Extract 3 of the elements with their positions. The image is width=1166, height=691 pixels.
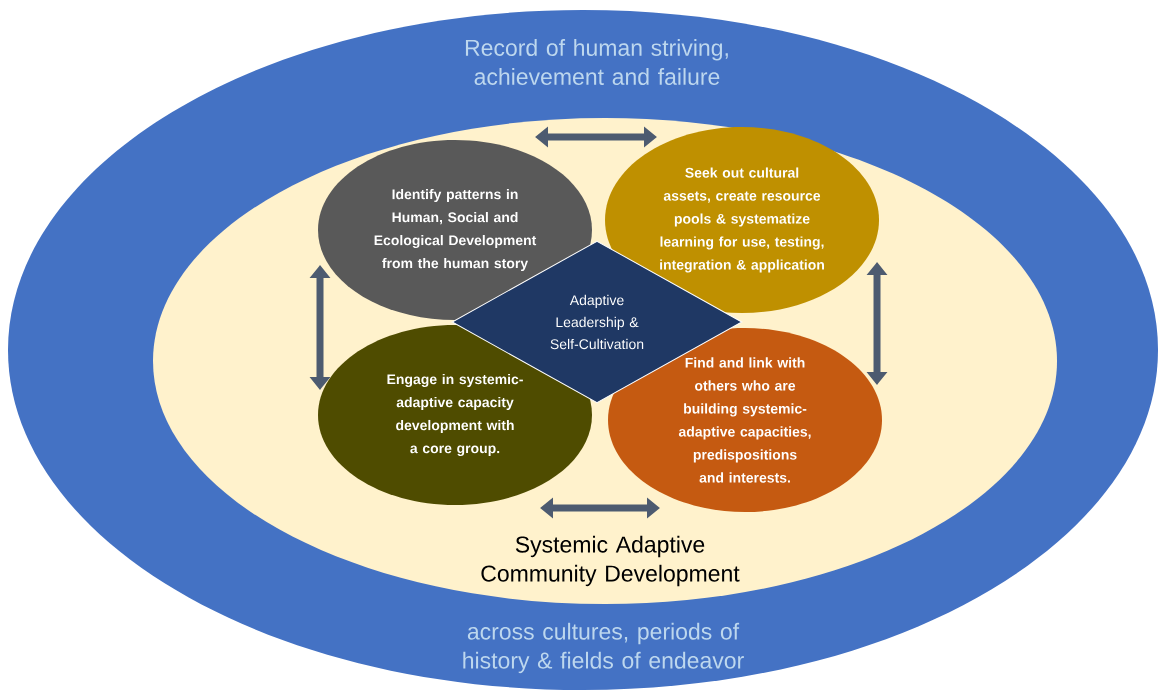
heading-text: Record of human striving, achievement and failure [465,39,728,85]
footer-text: across cultures, periods of history & fields of endeavor [463,622,744,674]
caption-text: Systemic Adaptive Community Development [481,535,740,587]
